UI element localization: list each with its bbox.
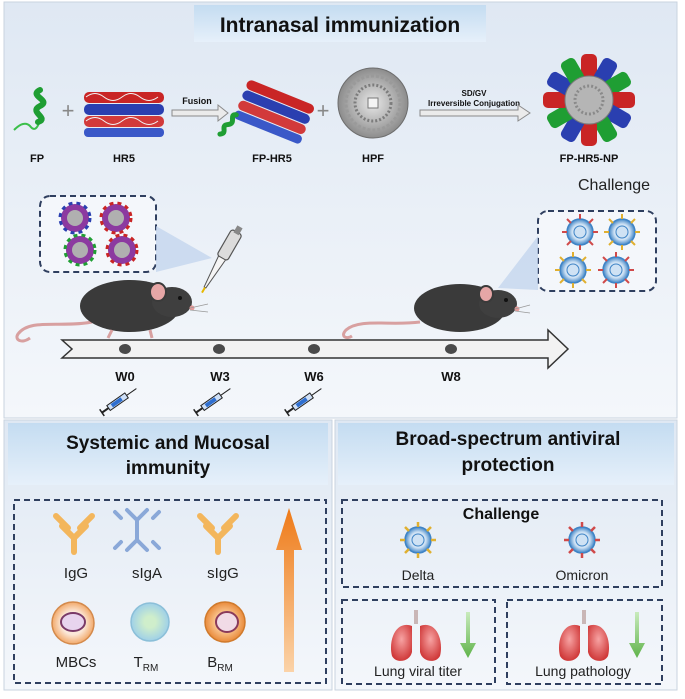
top-title: Intranasal immunization bbox=[220, 14, 460, 37]
pathology-label: Lung pathology bbox=[535, 663, 631, 679]
brm-cell-icon bbox=[204, 601, 246, 643]
timeline-dot-w0 bbox=[119, 344, 131, 354]
omicron-virus-icon bbox=[564, 522, 600, 558]
virus-zoom-beam bbox=[498, 236, 538, 290]
trm-label: TRM bbox=[134, 654, 159, 674]
plus-sign-1: + bbox=[62, 98, 75, 123]
conjugation-label-2: Irreversible Conjugation bbox=[428, 99, 520, 108]
np-zoom-box bbox=[39, 195, 157, 273]
delta-virus-icon bbox=[400, 522, 436, 558]
top-title-box bbox=[194, 5, 486, 42]
siga-label: sIgA bbox=[132, 565, 162, 582]
immunity-dashed-box bbox=[13, 499, 327, 684]
fusion-label: Fusion bbox=[182, 96, 212, 106]
timeline-dot-w6 bbox=[308, 344, 320, 354]
challenge-dashed-box bbox=[341, 499, 663, 588]
lung-icon-titer bbox=[390, 610, 442, 661]
syringe-icon-w3 bbox=[193, 388, 231, 417]
np-cluster-icon bbox=[58, 201, 139, 267]
nanoparticle-icon bbox=[543, 54, 635, 146]
protection-title-line2: protection bbox=[462, 455, 555, 476]
mbc-label: MBCs bbox=[56, 654, 97, 671]
protection-title-box bbox=[338, 423, 674, 485]
brm-label-main: B bbox=[207, 654, 217, 671]
timeline-label-w0: W0 bbox=[115, 369, 135, 384]
fp-hr5-icon bbox=[217, 80, 314, 144]
trm-cell-icon bbox=[130, 602, 170, 642]
omicron-label: Omicron bbox=[556, 567, 609, 583]
fp-hr5-label: FP-HR5 bbox=[252, 153, 292, 165]
mouse-right-icon bbox=[342, 284, 531, 340]
decrease-arrow-pathology-icon bbox=[629, 612, 645, 658]
hpf-label: HPF bbox=[362, 153, 384, 165]
pipette-icon bbox=[201, 225, 243, 294]
mouse-left-icon bbox=[15, 280, 209, 343]
viral-titer-label: Lung viral titer bbox=[374, 663, 462, 679]
increase-arrow-icon bbox=[276, 508, 302, 672]
np-label: FP-HR5-NP bbox=[560, 153, 619, 165]
hpf-cage-icon bbox=[337, 67, 409, 139]
immunity-title-line1: Systemic and Mucosal bbox=[66, 433, 270, 454]
challenge-label-top: Challenge bbox=[578, 177, 650, 194]
hr5-bundle-icon bbox=[84, 92, 164, 137]
timeline-label-w3: W3 bbox=[210, 369, 230, 384]
mbc-cell-icon bbox=[51, 601, 95, 645]
viral-titer-box bbox=[341, 599, 496, 685]
timeline-label-w6: W6 bbox=[304, 369, 324, 384]
timeline-dot-w8 bbox=[445, 344, 457, 354]
plus-sign-2: + bbox=[317, 98, 330, 123]
immunity-title-box bbox=[8, 423, 328, 485]
delta-label: Delta bbox=[402, 567, 435, 583]
siga-antibody-icon bbox=[113, 508, 161, 552]
conjugation-label-1: SD/GV bbox=[462, 89, 488, 98]
brm-label: BRM bbox=[207, 654, 233, 674]
sigg-label: sIgG bbox=[207, 565, 239, 582]
lung-icon-pathology bbox=[558, 610, 610, 661]
brm-label-sub: RM bbox=[217, 663, 233, 674]
timeline-dot-w3 bbox=[213, 344, 225, 354]
syringe-icon-w0 bbox=[99, 388, 137, 417]
immunity-title-line2: immunity bbox=[126, 458, 211, 479]
igg-antibody-icon bbox=[53, 513, 95, 555]
timeline-label-w8: W8 bbox=[441, 369, 461, 384]
hr5-label: HR5 bbox=[113, 153, 135, 165]
pathology-box bbox=[506, 599, 663, 685]
np-zoom-beam bbox=[156, 226, 212, 272]
fp-label: FP bbox=[30, 153, 44, 165]
challenge-label-bottom: Challenge bbox=[463, 506, 540, 523]
syringe-icon-w6 bbox=[284, 388, 322, 417]
fp-helix-icon bbox=[13, 87, 47, 131]
sigg-antibody-icon bbox=[197, 513, 239, 555]
virus-cluster-icon bbox=[555, 214, 640, 288]
decrease-arrow-titer-icon bbox=[460, 612, 476, 658]
conjugation-arrow-icon bbox=[419, 104, 531, 122]
fusion-arrow-icon bbox=[171, 103, 229, 123]
igg-label: IgG bbox=[64, 565, 88, 582]
trm-label-main: T bbox=[134, 654, 143, 671]
trm-label-sub: RM bbox=[143, 663, 159, 674]
protection-title-line1: Broad-spectrum antiviral bbox=[396, 429, 621, 450]
virus-zoom-box bbox=[537, 210, 657, 292]
